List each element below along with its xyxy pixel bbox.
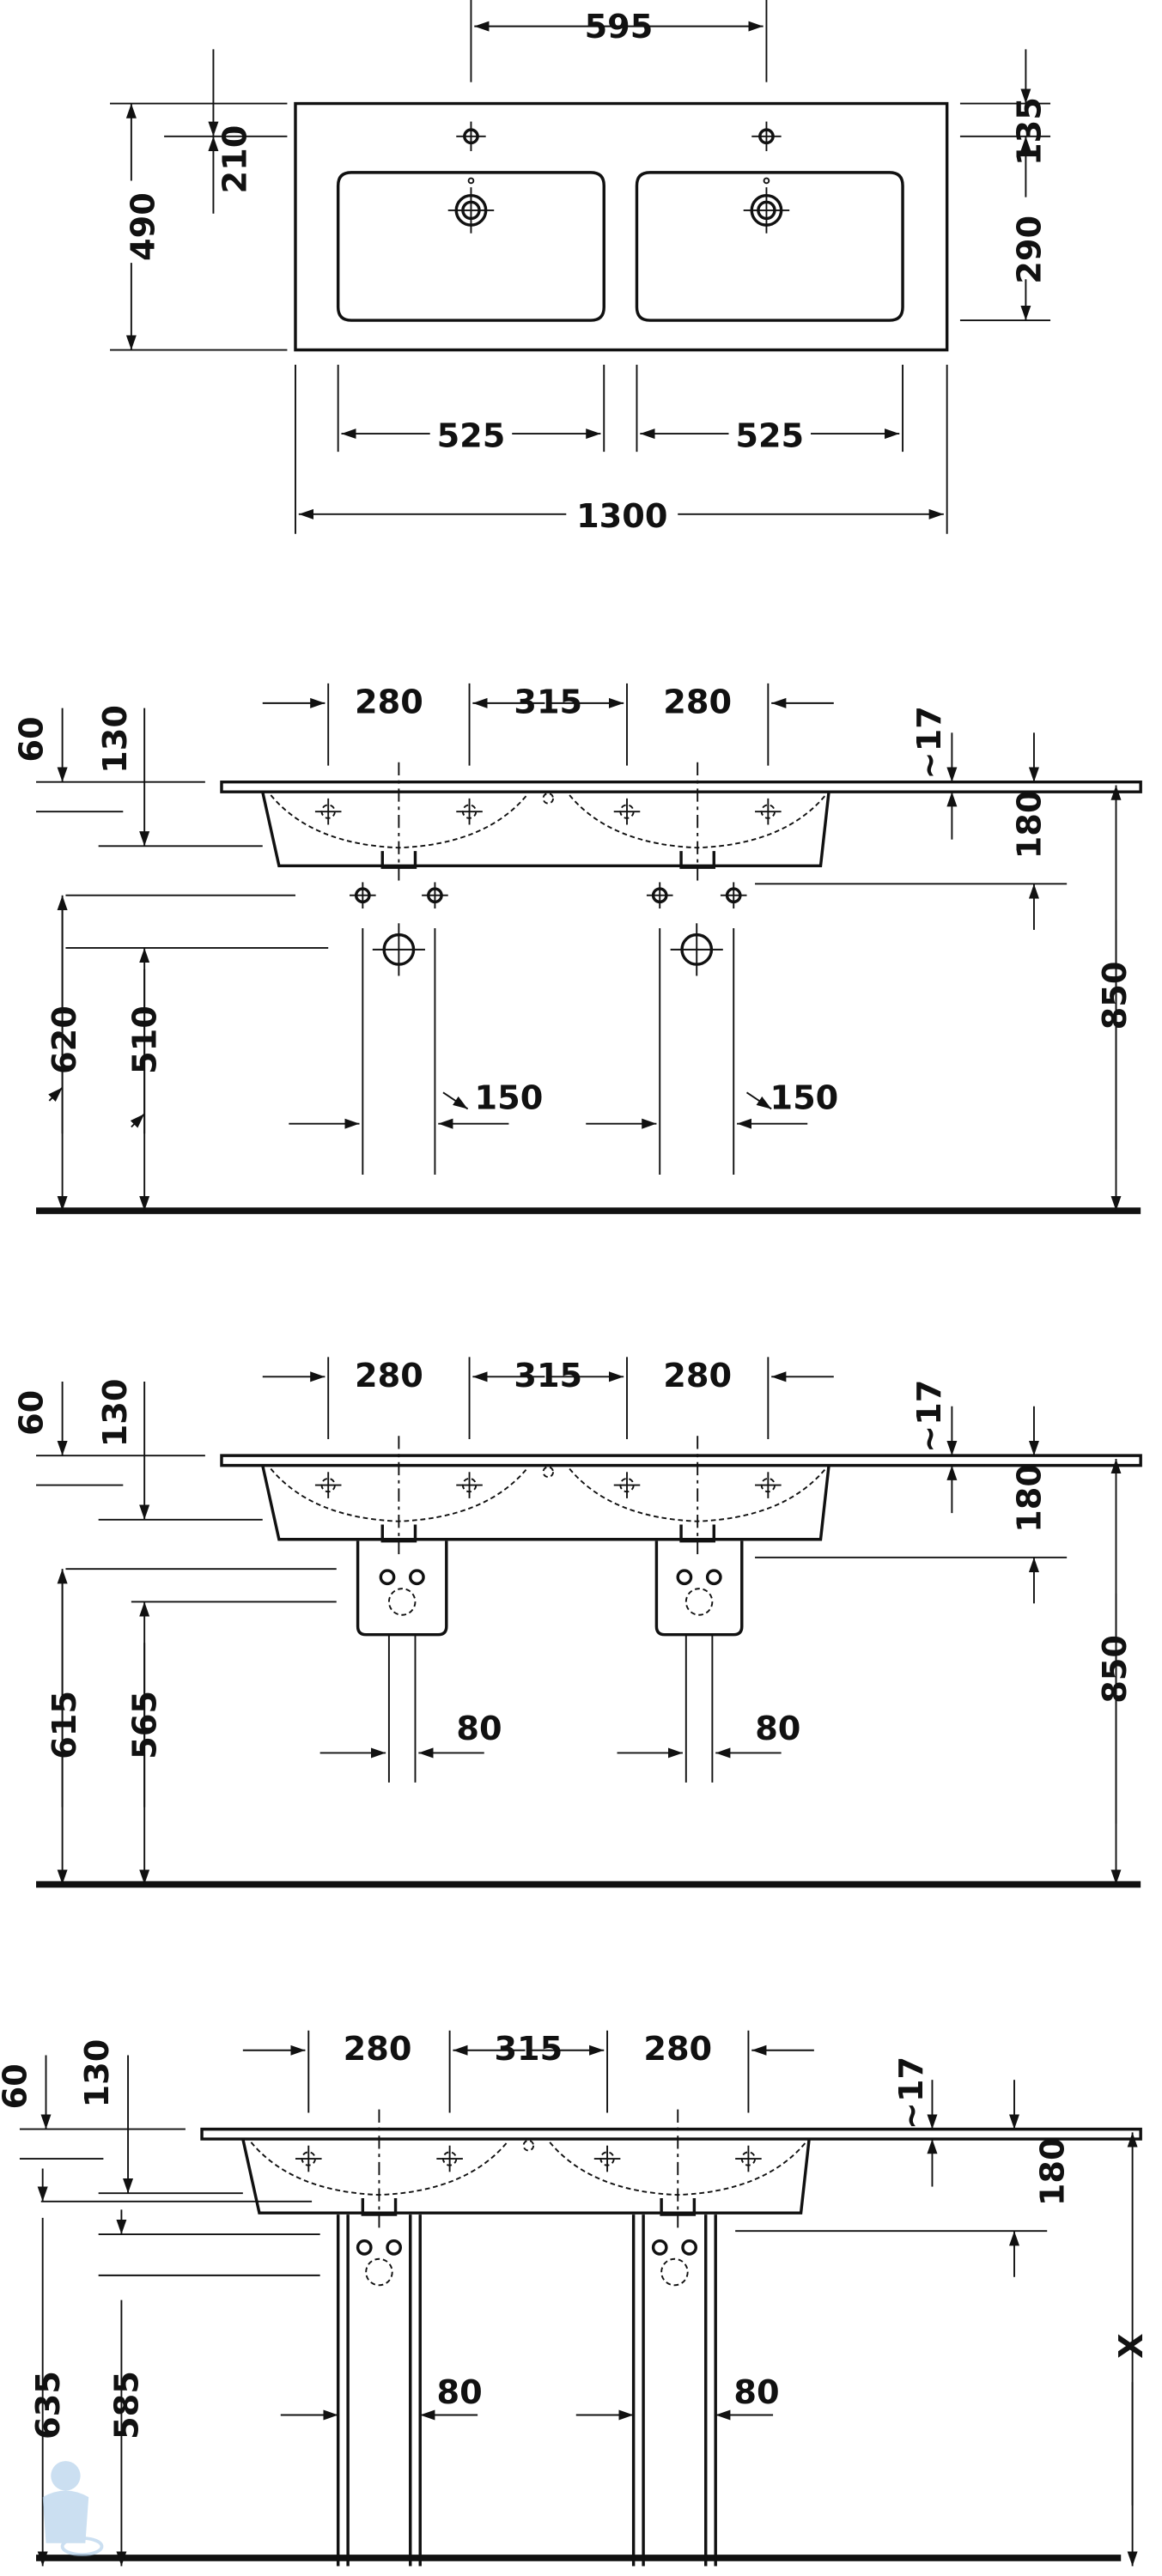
bowl-left (336, 171, 605, 322)
dim-total-width: 1300 (576, 498, 667, 536)
valve-icon (356, 2239, 373, 2256)
drain-outlet (679, 1524, 716, 1543)
countertop-outline (220, 780, 1142, 793)
dim-bowl-depth: 290 (1012, 216, 1049, 284)
dim-bowl-width-left: 525 (437, 417, 506, 455)
dim-130: 130 (97, 1378, 135, 1447)
dim-thickness: ~17 (893, 2057, 931, 2129)
plumber-watermark-icon (42, 2461, 104, 2557)
dim-bowl-right: 280 (643, 2031, 712, 2069)
drain-outlet (660, 2197, 697, 2216)
dim-between: 315 (514, 1358, 582, 1395)
dim-150-left: 150 (475, 1079, 544, 1117)
overflow-icon (467, 177, 475, 185)
valve-icon (676, 1569, 693, 1586)
trap-hidden-icon (387, 1588, 417, 1616)
basin-body-outline (261, 791, 830, 868)
valve-icon (705, 1569, 722, 1586)
basin-body-outline (261, 1465, 830, 1541)
dim-60: 60 (14, 1390, 52, 1436)
dim-bowl-left: 280 (355, 683, 423, 721)
drain-outlet (361, 2197, 398, 2216)
dim-850: 850 (1097, 1635, 1135, 1704)
dim-180: 180 (1012, 1464, 1049, 1533)
dim-depth: 490 (125, 192, 163, 261)
overflow-icon (542, 1466, 554, 1478)
valve-icon (386, 2239, 403, 2256)
dim-80-right: 80 (733, 2374, 779, 2412)
dim-180: 180 (1012, 791, 1049, 860)
elevation-legs: 280 315 280 60 130 ~17 180 X 635 585 80 … (0, 2031, 1151, 2439)
dim-80-left: 80 (456, 1710, 502, 1748)
valve-icon (379, 1569, 396, 1586)
dim-80-right: 80 (755, 1710, 800, 1748)
basin-outline (294, 101, 949, 352)
trap-hidden-icon (660, 2257, 689, 2287)
valve-icon (681, 2239, 697, 2256)
countertop-outline (220, 1454, 1142, 1467)
dim-x: X (1113, 2333, 1151, 2359)
dim-80-left: 80 (436, 2374, 482, 2412)
dim-bowl-width-right: 525 (735, 417, 804, 455)
dim-585: 585 (109, 2371, 147, 2439)
dim-130: 130 (79, 2039, 117, 2108)
bowl-right (635, 171, 904, 322)
pedestal-outline (654, 1540, 744, 1637)
dim-bowl-right: 280 (663, 1358, 732, 1395)
dim-150-right: 150 (770, 1079, 839, 1117)
dim-between: 315 (514, 683, 582, 721)
drain-outlet (380, 1524, 417, 1543)
dimension-arrow (48, 1086, 64, 1103)
dim-60: 60 (0, 2063, 35, 2109)
elevation-pedestal: 280 315 280 60 130 ~17 180 850 615 565 8… (14, 1358, 1135, 1759)
valve-icon (651, 2239, 668, 2256)
basin-body-outline (241, 2138, 811, 2215)
elevation-trap: 280 315 280 60 130 ~17 180 850 620 510 1… (14, 683, 1135, 1117)
arrow-150-right (745, 1091, 772, 1110)
drain-outlet (679, 851, 716, 869)
valve-icon (409, 1569, 425, 1586)
dim-front-to-tap: 210 (217, 125, 255, 194)
dim-thickness: ~17 (911, 706, 949, 779)
dim-bowl-left: 280 (344, 2031, 412, 2069)
overflow-icon (522, 2140, 535, 2152)
dim-635: 635 (30, 2371, 68, 2439)
dim-60: 60 (14, 716, 52, 762)
pedestal-outline (356, 1540, 448, 1637)
dim-510: 510 (127, 1005, 165, 1074)
dim-tap-offset: 135 (1012, 97, 1049, 166)
dim-between: 315 (494, 2031, 563, 2069)
overflow-icon (542, 793, 554, 805)
dim-620: 620 (46, 1005, 84, 1074)
dim-615: 615 (46, 1691, 84, 1759)
dim-tap-spacing: 595 (585, 9, 654, 46)
countertop-outline (200, 2127, 1142, 2141)
drain-outlet (380, 851, 417, 869)
trap-hidden-icon (684, 1588, 714, 1616)
trap-hidden-icon (365, 2257, 393, 2287)
arrow-150-left (442, 1091, 469, 1110)
support-leg (336, 2215, 422, 2567)
dim-bowl-right: 280 (663, 683, 732, 721)
drawing-geometry (19, 0, 1142, 2567)
overflow-icon (763, 177, 770, 185)
dimension-arrow (130, 1113, 145, 1128)
dim-130: 130 (97, 705, 135, 774)
dim-180: 180 (1034, 2137, 1072, 2206)
dim-850: 850 (1097, 962, 1135, 1030)
dim-bowl-left: 280 (355, 1358, 423, 1395)
dim-thickness: ~17 (911, 1380, 949, 1453)
support-leg (631, 2215, 717, 2567)
dim-565: 565 (127, 1691, 165, 1759)
